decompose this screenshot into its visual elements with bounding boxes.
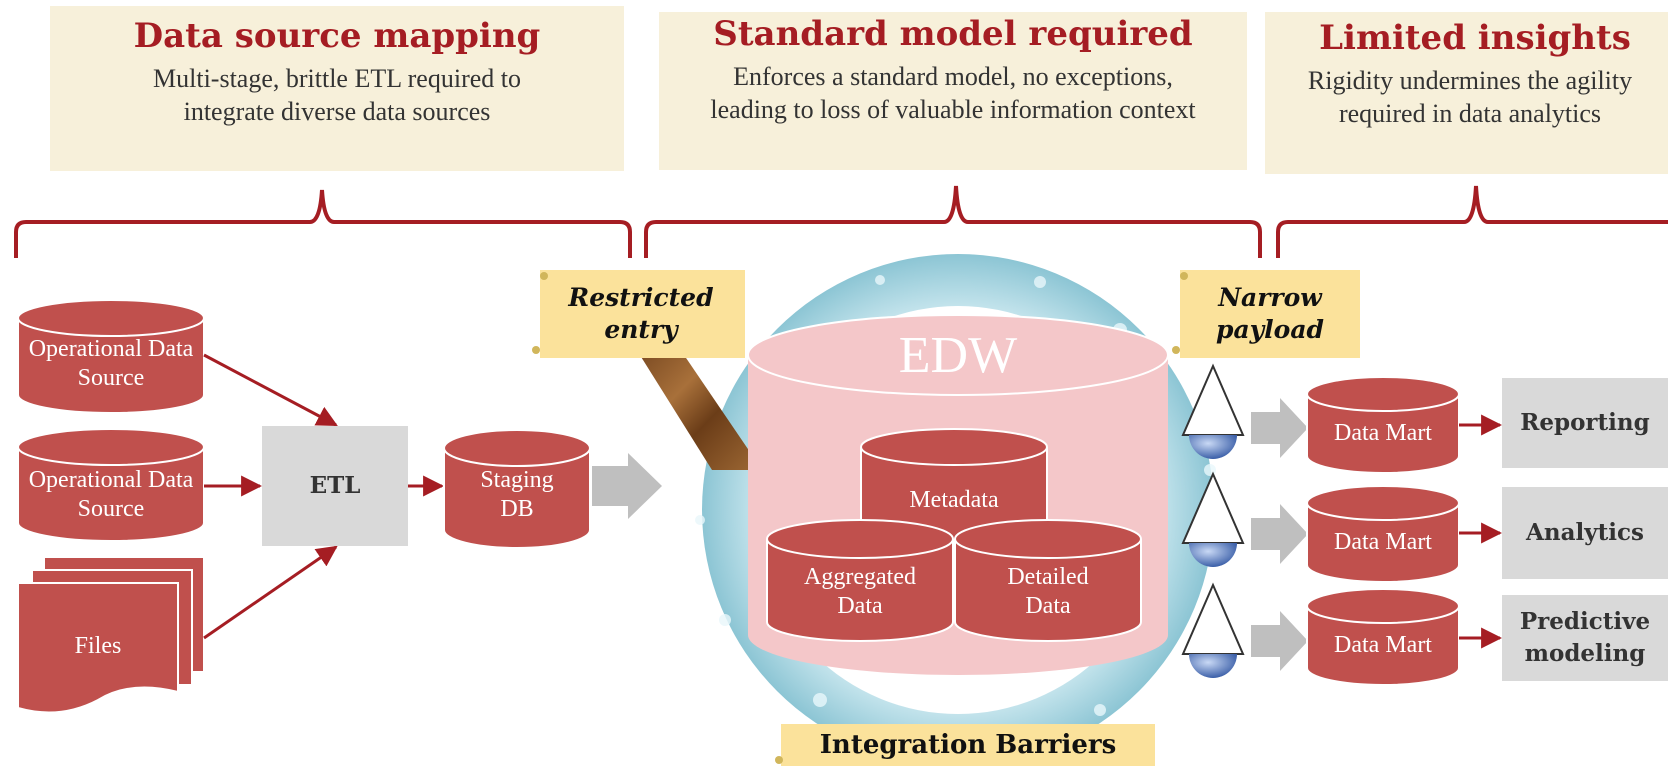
callout-limited-insights: Limited insights Rigidity undermines the… — [1265, 12, 1668, 174]
wood-plank — [638, 352, 752, 470]
funnel-1 — [1181, 363, 1245, 459]
output-box-reporting — [1502, 378, 1668, 468]
narrow-payload-tag — [1172, 270, 1360, 358]
funnel-3 — [1181, 582, 1245, 678]
output-box-predictive — [1502, 595, 1668, 681]
operational-source-2 — [17, 428, 205, 542]
arrow-edw-mart-2 — [1251, 504, 1308, 564]
callout-body: Rigidity undermines the agility required… — [1307, 66, 1633, 128]
bracket-3 — [1276, 185, 1668, 258]
metadata-cylinder — [860, 428, 1048, 545]
arrow-edw-mart-3 — [1251, 611, 1308, 671]
callout-data-source-mapping: Data source mapping Multi-stage, brittle… — [50, 6, 624, 171]
restricted-entry-tag — [532, 270, 745, 358]
funnel-2 — [1181, 471, 1245, 567]
arrow-edw-mart-1 — [1251, 398, 1308, 458]
data-mart-cylinder-1 — [1306, 376, 1460, 474]
arrow-files-etl — [203, 545, 338, 640]
callout-title: Limited insights — [1319, 18, 1631, 58]
callout-body: Enforces a standard model, no exceptions… — [710, 62, 1196, 124]
callout-standard-model: Standard model required Enforces a stand… — [659, 12, 1247, 170]
data-mart-cylinder-3 — [1306, 588, 1460, 686]
bracket-1 — [14, 189, 632, 258]
operational-source-1 — [17, 299, 205, 414]
callout-title: Data source mapping — [133, 16, 541, 56]
aggregated-data-cylinder — [766, 519, 954, 642]
callout-title: Standard model required — [713, 14, 1193, 54]
callout-body: Multi-stage, brittle ETL required to int… — [153, 64, 521, 126]
arrow-source1-etl — [203, 353, 338, 427]
data-mart-cylinder-2 — [1306, 485, 1460, 583]
integration-barriers-tag — [775, 724, 1155, 766]
staging-db — [443, 429, 591, 549]
files-stack — [17, 556, 205, 714]
bracket-2 — [644, 185, 1262, 258]
etl-box — [262, 426, 408, 546]
output-box-analytics — [1502, 487, 1668, 579]
detailed-data-cylinder — [954, 519, 1142, 642]
arrow-staging-edw — [592, 453, 662, 519]
